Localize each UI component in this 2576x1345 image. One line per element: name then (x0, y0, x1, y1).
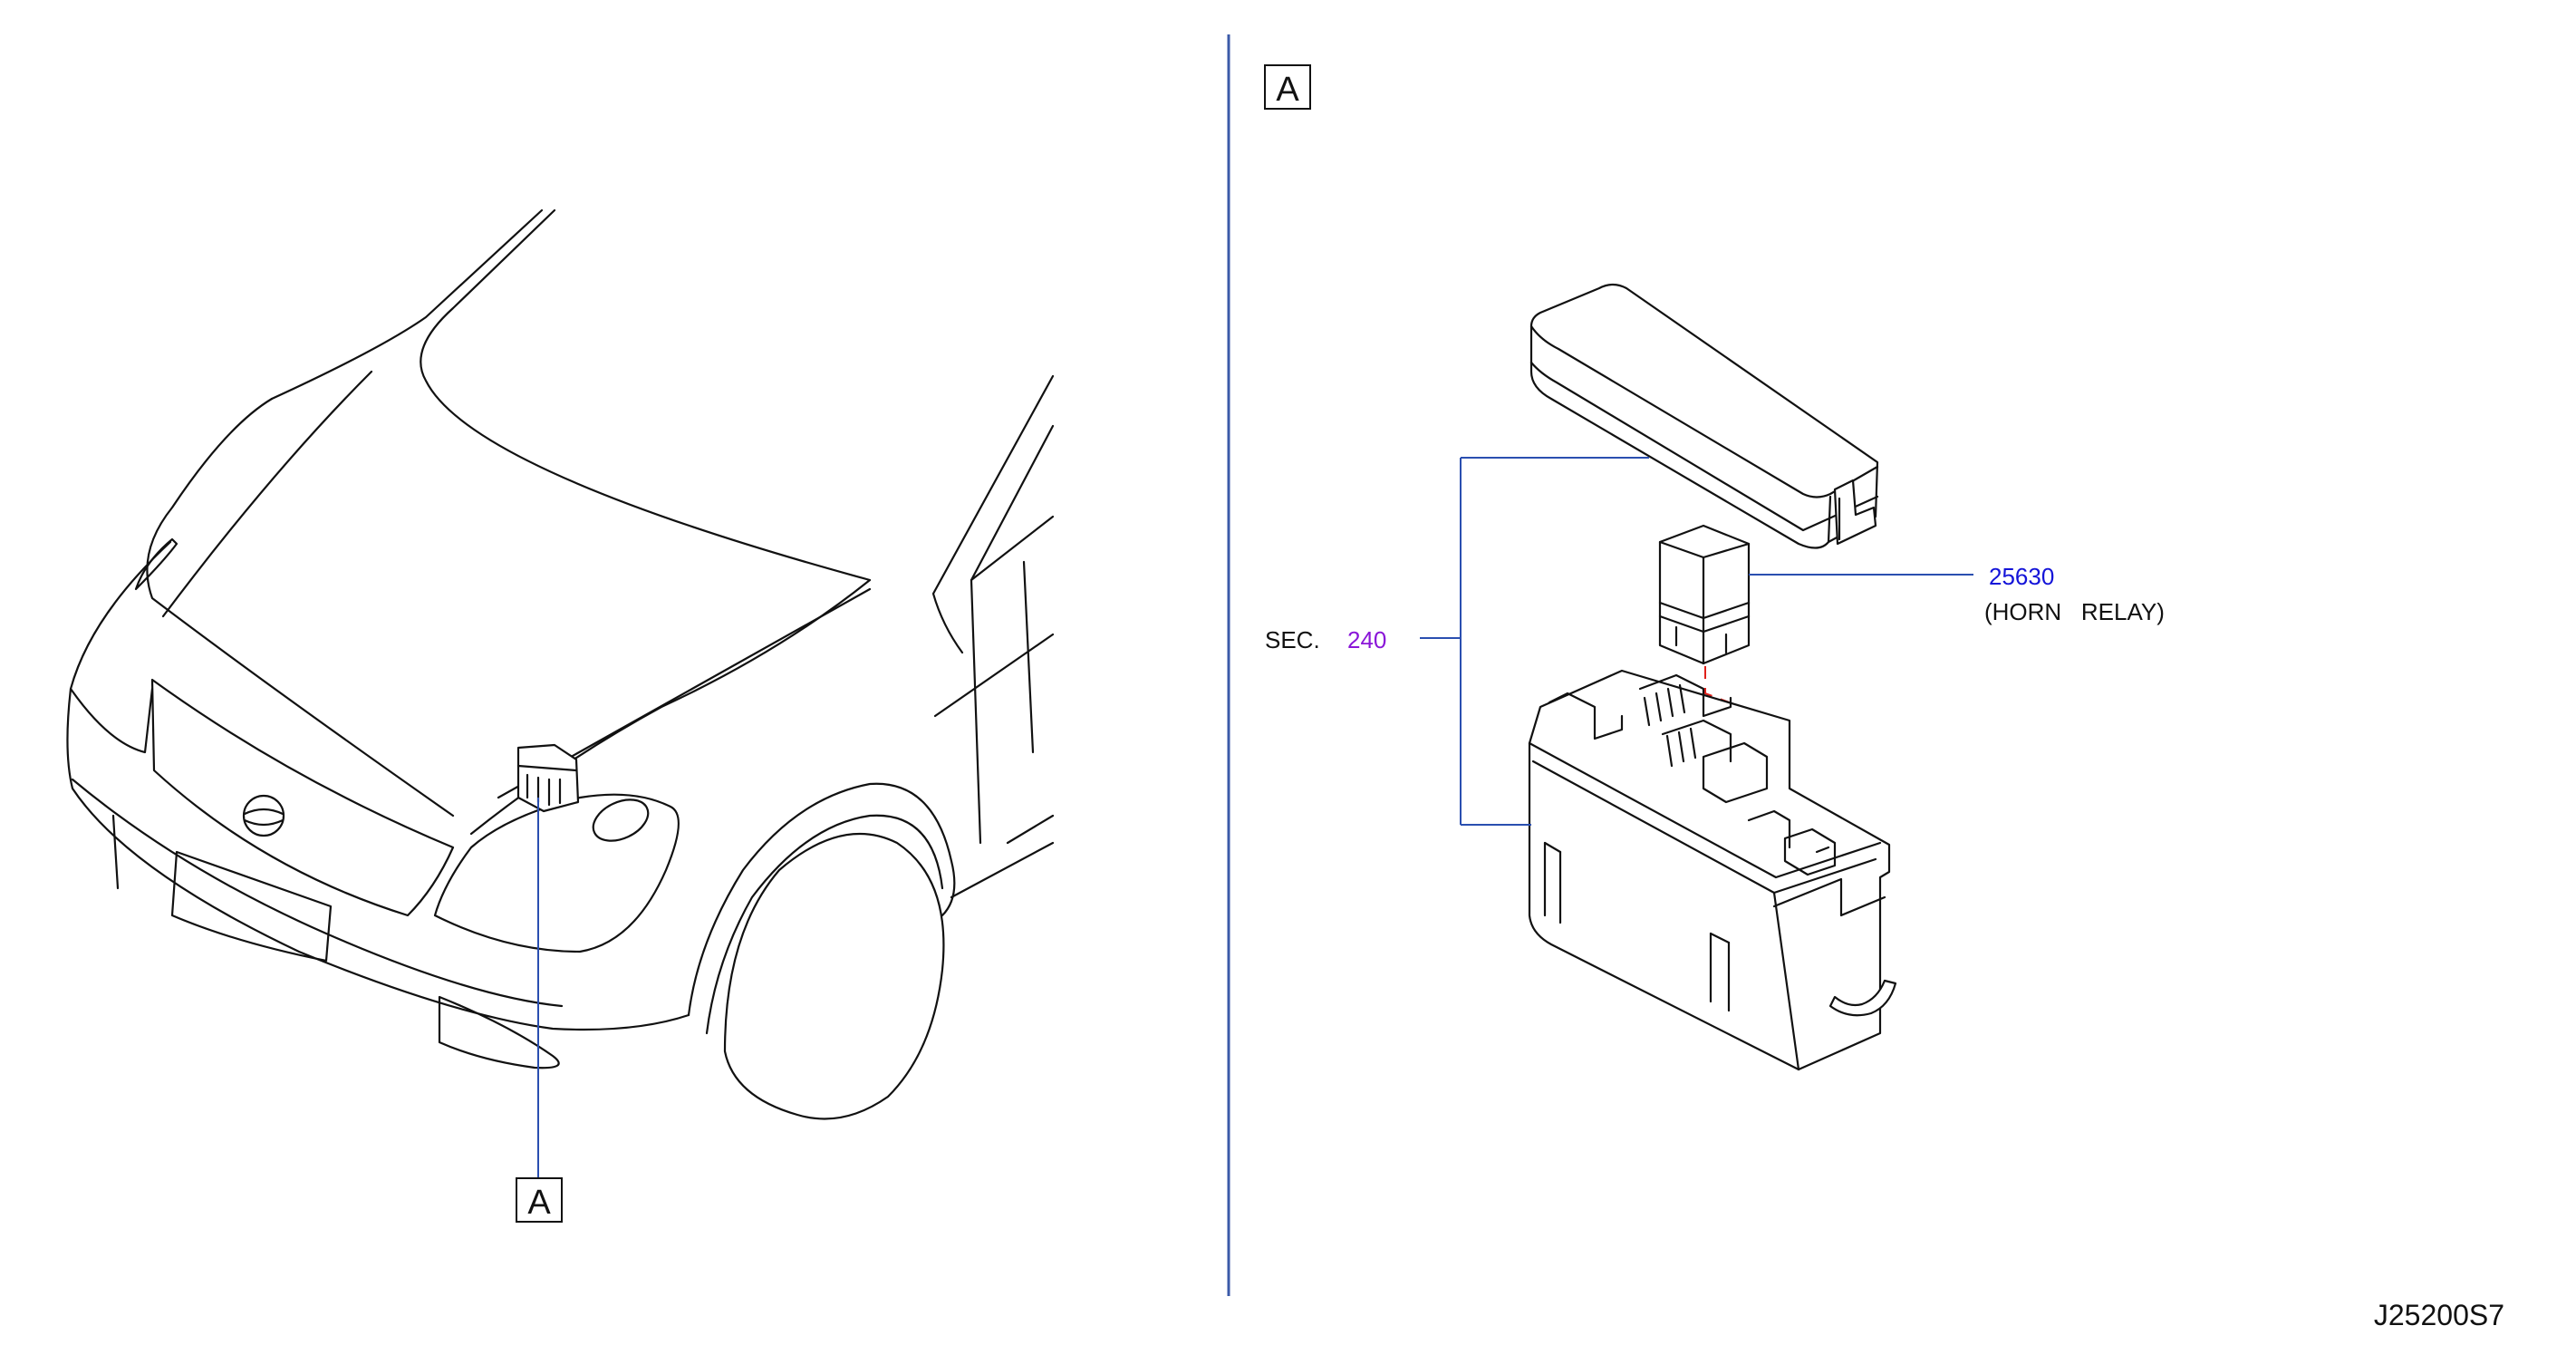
section-number-link[interactable]: 240 (1347, 626, 1386, 653)
horn-relay (1658, 524, 1751, 665)
section-bracket (1420, 457, 1649, 826)
callout-box-top (1264, 64, 1311, 110)
relay-box-body (1528, 669, 1897, 1071)
callout-label-bottom: A (527, 1184, 551, 1222)
diagram-code: J25200S7 (2374, 1299, 2504, 1331)
part-name-label: (HORN RELAY) (1984, 598, 2165, 625)
relay-box-cover (1529, 283, 1879, 549)
car-front-illustration (66, 208, 1055, 1120)
callout-box-bottom (516, 1177, 563, 1223)
callout-label-top: A (1276, 71, 1299, 109)
part-number-link[interactable]: 25630 (1989, 563, 2054, 590)
section-prefix-label: SEC. (1265, 626, 1320, 653)
